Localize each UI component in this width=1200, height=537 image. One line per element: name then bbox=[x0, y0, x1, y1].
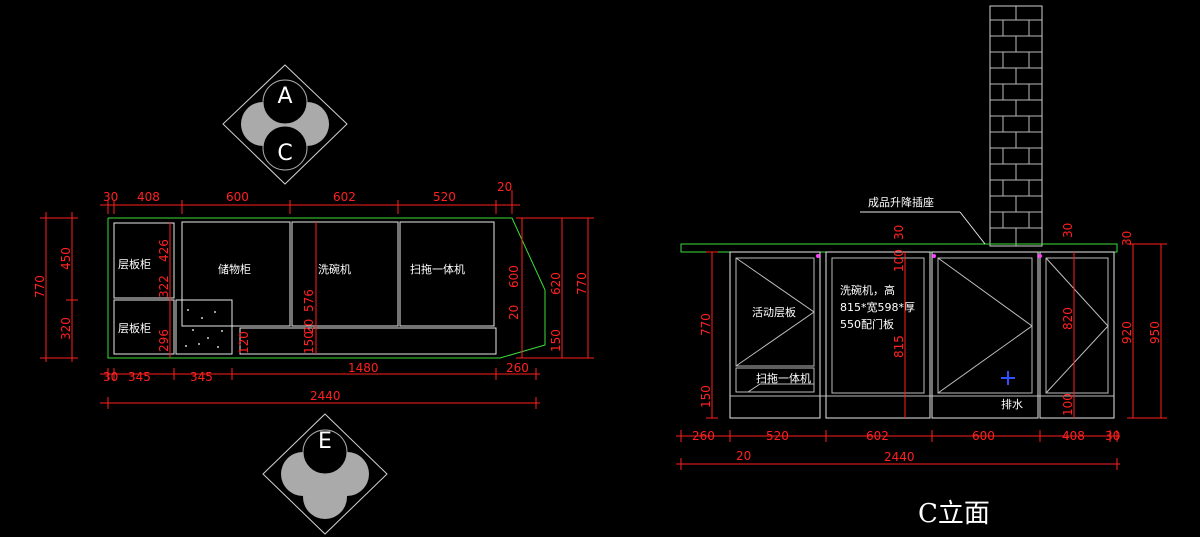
dim-left-320: 320 bbox=[59, 317, 73, 340]
dim-elev-right-920: 920 bbox=[1120, 321, 1134, 344]
dim-bottom-345a: 345 bbox=[128, 370, 151, 384]
dim-elev-100a: 100 bbox=[892, 249, 906, 272]
dim-left-296: 296 bbox=[157, 329, 171, 352]
label-drain: 排水 bbox=[1001, 397, 1023, 411]
dim-elev-815: 815 bbox=[892, 335, 906, 358]
dim-elev-left-150: 150 bbox=[699, 385, 713, 408]
dim-inner-20: 20 bbox=[302, 319, 316, 334]
dim-right-770: 770 bbox=[575, 272, 589, 295]
label-dishwasher: 洗碗机 bbox=[318, 262, 351, 276]
dim-right-620: 620 bbox=[549, 272, 563, 295]
note-dishwasher-2: 815*宽598*厚 bbox=[840, 300, 915, 314]
dim-left-322: 322 bbox=[157, 275, 171, 298]
dim-elev-30: 30 bbox=[1105, 429, 1120, 443]
dim-top-20: 20 bbox=[497, 180, 512, 194]
label-active-shelf: 活动层板 bbox=[752, 305, 796, 319]
elevation-view: 成品升降插座 洗碗机，高 815*宽598*厚 550配门板 活动层板 扫拖一体… bbox=[676, 5, 1167, 529]
label-mop-elev: 扫拖一体机 bbox=[756, 371, 811, 385]
dim-elev-100b: 100 bbox=[1061, 393, 1075, 416]
dim-inner-576: 576 bbox=[302, 289, 316, 312]
dim-plan-total: 2440 bbox=[310, 389, 341, 403]
dim-elev-left-770: 770 bbox=[699, 313, 713, 336]
dim-inner-150: 150 bbox=[302, 331, 316, 354]
dim-elev-right-950: 950 bbox=[1148, 321, 1162, 344]
dim-elev-408: 408 bbox=[1062, 429, 1085, 443]
dim-elev-820: 820 bbox=[1061, 307, 1075, 330]
dim-elev-20: 20 bbox=[736, 449, 751, 463]
dim-left-426: 426 bbox=[157, 239, 171, 262]
note-dishwasher-3: 550配门板 bbox=[840, 317, 894, 331]
label-shelf-bottom: 层板柜 bbox=[118, 321, 151, 335]
dim-right-600: 600 bbox=[507, 265, 521, 288]
dim-left-450: 450 bbox=[59, 247, 73, 270]
dim-right-150: 150 bbox=[549, 329, 563, 352]
dim-top-408: 408 bbox=[137, 190, 160, 204]
label-mop: 扫拖一体机 bbox=[410, 262, 465, 276]
dim-bottom-1480: 1480 bbox=[348, 361, 379, 375]
dim-bottom-30: 30 bbox=[103, 370, 118, 384]
dim-top-30: 30 bbox=[103, 190, 118, 204]
dim-right-20: 20 bbox=[507, 305, 521, 320]
dim-elev-602: 602 bbox=[866, 429, 889, 443]
dim-top-520: 520 bbox=[433, 190, 456, 204]
dim-inner-120: 120 bbox=[237, 331, 251, 354]
dim-top-600: 600 bbox=[226, 190, 249, 204]
dim-left-770: 770 bbox=[33, 275, 47, 298]
dim-elev-30a: 30 bbox=[892, 225, 906, 240]
tag-c: C bbox=[277, 141, 292, 166]
dim-elev-total: 2440 bbox=[884, 450, 915, 464]
dim-elev-520: 520 bbox=[766, 429, 789, 443]
note-dishwasher-1: 洗碗机，高 bbox=[840, 283, 895, 297]
dim-elev-30b: 30 bbox=[1061, 223, 1075, 238]
tag-e: E bbox=[318, 429, 332, 454]
label-shelf-top: 层板柜 bbox=[118, 257, 151, 271]
dim-elev-right-30: 30 bbox=[1120, 231, 1134, 246]
label-storage: 储物柜 bbox=[218, 262, 251, 276]
direction-tag-e: E bbox=[262, 413, 388, 535]
direction-tag-ac: A C bbox=[222, 64, 348, 185]
dim-elev-260: 260 bbox=[692, 429, 715, 443]
elevation-title: C立面 bbox=[918, 499, 990, 529]
plan-view: 层板柜 层板柜 储物柜 洗碗机 扫拖一体机 30 408 600 602 520… bbox=[33, 180, 594, 409]
tag-a: A bbox=[277, 84, 292, 109]
dim-top-602: 602 bbox=[333, 190, 356, 204]
label-socket: 成品升降插座 bbox=[868, 195, 934, 209]
dim-bottom-260: 260 bbox=[506, 361, 529, 375]
dim-bottom-345b: 345 bbox=[190, 370, 213, 384]
dim-elev-600: 600 bbox=[972, 429, 995, 443]
